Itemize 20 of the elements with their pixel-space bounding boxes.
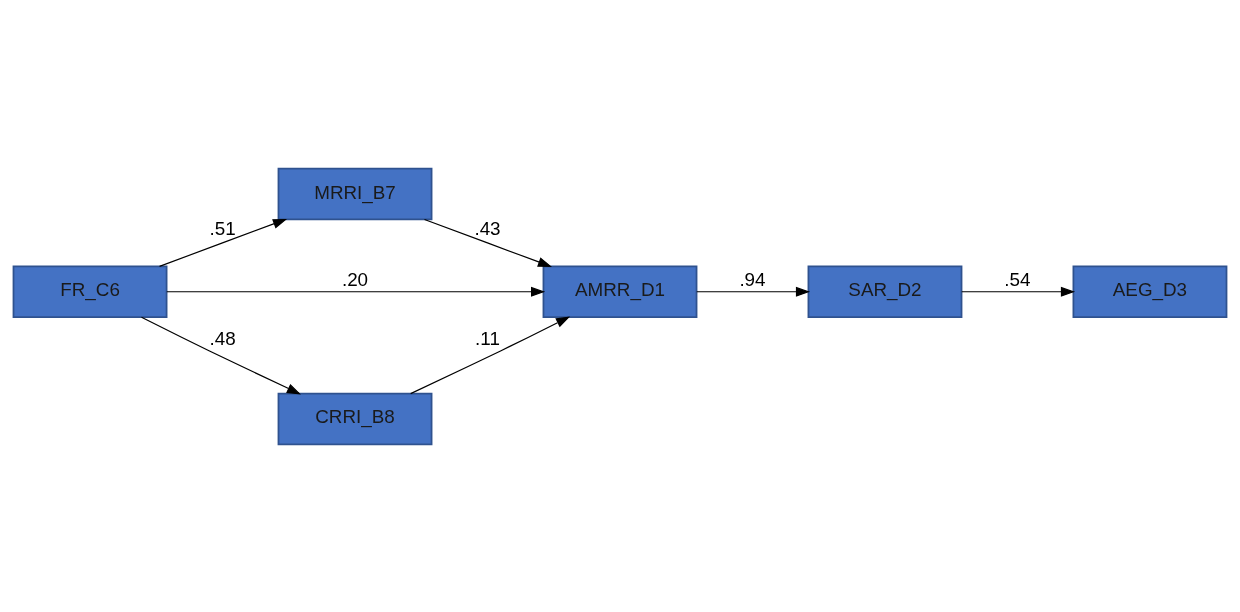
node-box: AMRR_D1 (542, 265, 698, 318)
edge-label: .11 (475, 327, 500, 349)
node-box: CRRI_B8 (277, 392, 433, 445)
edge-label: .43 (474, 217, 501, 239)
node-box: FR_C6 (12, 265, 168, 318)
arrow (166, 286, 546, 297)
edge-label: .20 (341, 268, 369, 290)
arrow (696, 286, 811, 297)
edge-label: .51 (209, 217, 236, 239)
arrow (423, 218, 553, 267)
edge-label: .94 (739, 268, 766, 290)
arrow (158, 218, 288, 267)
node-box: SAR_D2 (807, 265, 963, 318)
arrow (961, 286, 1076, 297)
edge-label: .54 (1004, 268, 1031, 290)
node-box: MRRI_B7 (277, 167, 433, 220)
arrow (140, 316, 301, 394)
edge-label: .48 (209, 327, 236, 349)
node-box: AEG_D3 (1072, 265, 1228, 318)
arrow (410, 315, 571, 394)
